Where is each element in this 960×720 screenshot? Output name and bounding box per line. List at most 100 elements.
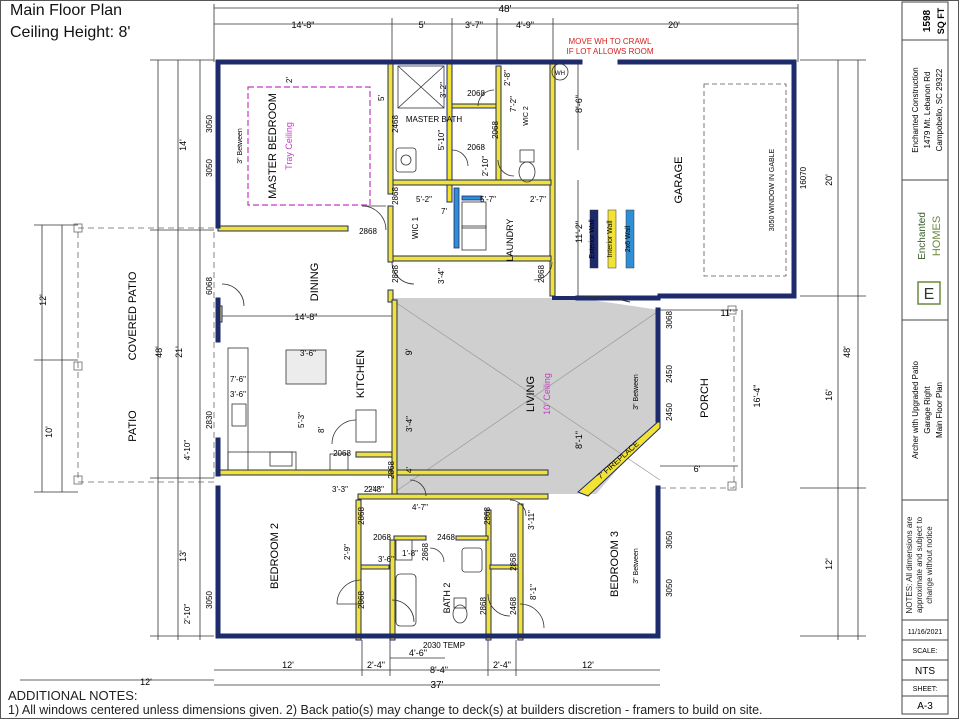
dim-11: 11' bbox=[720, 308, 731, 318]
dim-14-8: 14'-8" bbox=[295, 312, 318, 322]
garage-door-swing bbox=[577, 296, 631, 303]
dim-5-2: 5'-2" bbox=[416, 195, 432, 204]
move-wh-note-1: MOVE WH TO CRAWL bbox=[569, 37, 653, 46]
door-2468-c: 2468 bbox=[509, 597, 518, 615]
dim-left-3: 13' bbox=[178, 550, 188, 562]
dim-2-10: 2'-10" bbox=[183, 604, 192, 625]
door-2068-d: 2068 bbox=[333, 449, 351, 458]
dim-3-11: 3'-11" bbox=[527, 510, 536, 530]
notes-body: 1) All windows centered unless dimension… bbox=[8, 703, 763, 717]
dim-4: 4' bbox=[405, 467, 414, 473]
dim-top-3: 4'-9" bbox=[516, 20, 534, 30]
porch-outline bbox=[660, 309, 735, 489]
dim-bottom-4: 12' bbox=[582, 660, 594, 670]
door-2068-c: 2068 bbox=[491, 121, 500, 139]
dim-16-4: 16'-4" bbox=[752, 385, 762, 408]
dim-2-8b: 2'-8" bbox=[503, 70, 512, 86]
window-2830: 2830 bbox=[205, 411, 214, 429]
window-3050-e: 3050 bbox=[665, 579, 674, 597]
window-3050-a: 3050 bbox=[205, 115, 214, 133]
room-garage: GARAGE bbox=[673, 156, 685, 203]
dim-6: 6' bbox=[694, 464, 701, 474]
interior-walls bbox=[217, 61, 661, 641]
dim-top-0: 14'-8" bbox=[292, 20, 315, 30]
door-2868-a: 2868 bbox=[359, 227, 377, 236]
room-living: LIVING bbox=[525, 376, 537, 412]
ceiling-height: Ceiling Height: 8' bbox=[10, 24, 131, 41]
dim-1-8: 1'-8" bbox=[402, 549, 418, 558]
dim-bottom-3: 2'-4" bbox=[493, 660, 511, 670]
legend-2x6-label: 2x6 Wall bbox=[625, 225, 632, 252]
company-name: Enchanted Construction bbox=[911, 67, 920, 152]
door-2468-a: 2468 bbox=[391, 115, 400, 133]
door-swings bbox=[221, 89, 553, 629]
exterior-walls bbox=[215, 59, 797, 639]
logo-bottom-word: HOMES bbox=[931, 216, 943, 256]
window-16070: 16070 bbox=[799, 166, 808, 189]
room-master-bath: MASTER BATH bbox=[406, 115, 463, 124]
dim-9: 9' bbox=[404, 348, 414, 355]
plan-name-3: Main Floor Plan bbox=[935, 382, 944, 438]
dim-3-6b: 3'-6" bbox=[230, 390, 246, 399]
window-2450-a: 2450 bbox=[665, 365, 674, 383]
address-line-2: Campobello, SC 29322 bbox=[935, 68, 944, 151]
dim-5-3: 5'-3" bbox=[297, 412, 306, 428]
tray-ceiling-outline bbox=[247, 86, 371, 206]
door-2868-f: 2868 bbox=[357, 507, 366, 525]
dim-bottom-inner: 4'-6" bbox=[409, 648, 427, 658]
dim-8-6: 8'-6" bbox=[574, 95, 584, 113]
living-diagonal bbox=[391, 309, 661, 495]
door-2068-e: 2068 bbox=[373, 533, 391, 542]
dim-8: 8' bbox=[317, 427, 326, 433]
room-kitchen: KITCHEN bbox=[355, 350, 367, 398]
door-2868-j: 2868 bbox=[421, 543, 430, 561]
door-2868-c: 2868 bbox=[391, 265, 400, 283]
between-note-1: 3" Between bbox=[237, 128, 244, 164]
between-note-2: 3" Between bbox=[633, 374, 640, 410]
door-2868-k: 2868 bbox=[479, 597, 488, 615]
door-2868-g: 2868 bbox=[483, 507, 492, 525]
living-diagonal bbox=[391, 299, 661, 481]
plan-name-1: Archer with Upgraded Patio bbox=[911, 361, 920, 459]
garage-window-note: 3050 WINDOW IN GABLE bbox=[769, 148, 776, 231]
dim-top-total: 48' bbox=[498, 4, 511, 15]
dim-top-4: 20' bbox=[668, 20, 680, 30]
move-wh-note-2: IF LOT ALLOWS ROOM bbox=[567, 47, 654, 56]
sheet-label: SHEET: bbox=[913, 686, 938, 693]
dim-2-9: 2'-9" bbox=[343, 544, 352, 560]
dim-11-2: 11'-2" bbox=[574, 221, 584, 243]
covered-patio-outline bbox=[77, 227, 215, 483]
dim-3-6a: 3'-6" bbox=[300, 349, 316, 358]
dim-right-0: 20' bbox=[824, 174, 834, 186]
logo-top-word: Enchanted bbox=[917, 212, 928, 260]
patio-post bbox=[73, 361, 83, 371]
door-2868-e: 2868 bbox=[387, 461, 396, 479]
dim-bottom-left: 12' bbox=[140, 677, 152, 687]
dim-5-7: 5'-7" bbox=[480, 195, 496, 204]
title-block-notes: NOTES: All dimensions are approximate an… bbox=[905, 516, 934, 614]
legend-interior-label: Interior Wall bbox=[607, 220, 614, 258]
dim-2: 2' bbox=[285, 77, 294, 83]
sqft-unit: SQ FT bbox=[936, 7, 946, 34]
plan-name-2: Garage Right bbox=[923, 385, 932, 433]
fixtures bbox=[227, 63, 569, 627]
window-3050-c: 3050 bbox=[205, 591, 214, 609]
door-2868-d: 2868 bbox=[537, 265, 546, 283]
room-bedroom-2: BEDROOM 2 bbox=[269, 523, 281, 589]
patio-post bbox=[73, 223, 83, 233]
dim-left-1: 12' bbox=[38, 294, 48, 306]
wall-legend bbox=[589, 209, 635, 269]
room-laundry: LAUNDRY bbox=[505, 219, 515, 262]
tray-ceiling-label: Tray Ceiling bbox=[284, 122, 294, 170]
door-2068-b: 2068 bbox=[467, 143, 485, 152]
dim-right-2: 12' bbox=[824, 558, 834, 570]
room-patio: PATIO bbox=[127, 410, 139, 442]
dim-right-1: 16' bbox=[824, 389, 834, 401]
dim-2-4: 2'-4" bbox=[364, 485, 380, 494]
dim-4-10: 4'-10" bbox=[183, 440, 192, 461]
dim-4-7: 4'-7" bbox=[412, 503, 428, 512]
door-2868-b: 2868 bbox=[391, 187, 400, 205]
window-3050-b: 3050 bbox=[205, 159, 214, 177]
